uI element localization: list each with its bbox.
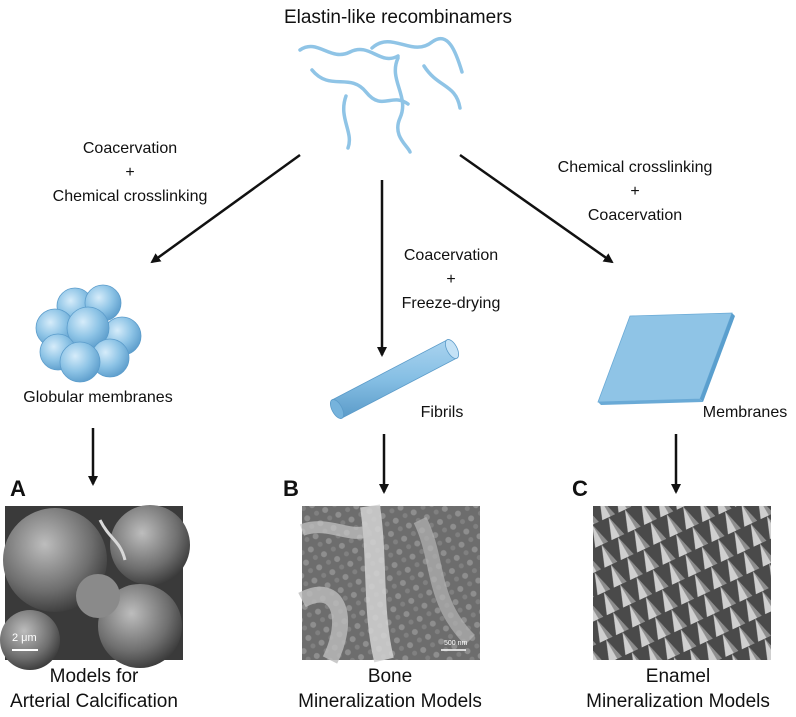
left-route-plus: + xyxy=(125,164,135,181)
panel-letter-a: A xyxy=(10,476,26,501)
membrane-sheet-icon xyxy=(597,312,735,405)
arrow-left-route xyxy=(150,153,301,264)
fibril-icon xyxy=(329,339,460,419)
left-route-step1: Coacervation xyxy=(82,140,178,157)
membranes-label: Membranes xyxy=(702,404,788,421)
caption-a-line1: Models for xyxy=(49,666,139,687)
sem-image-a xyxy=(0,505,190,670)
sem-image-b xyxy=(298,504,480,664)
right-route-step2: Coacervation xyxy=(587,207,683,224)
scale-label-a: 2 μm xyxy=(12,632,37,644)
right-route-plus: + xyxy=(630,183,640,200)
right-route-step1: Chemical crosslinking xyxy=(557,159,713,176)
elastin-chains-icon xyxy=(298,36,464,154)
arrow-right-route xyxy=(459,153,614,264)
left-route-step2: Chemical crosslinking xyxy=(52,188,208,205)
caption-c-line1: Enamel xyxy=(645,666,711,687)
globular-membranes-label: Globular membranes xyxy=(23,389,173,406)
caption-b-line2: Mineralization Models xyxy=(298,691,482,712)
panel-letter-c: C xyxy=(572,476,588,501)
caption-a-line2: Arterial Calcification xyxy=(10,691,178,712)
scale-label-b: 500 nm xyxy=(444,640,468,647)
fibrils-label: Fibrils xyxy=(420,404,464,421)
caption-b-line1: Bone xyxy=(367,666,413,687)
panel-letter-b: B xyxy=(283,476,299,501)
middle-route-step1: Coacervation xyxy=(403,247,499,264)
middle-route-step2: Freeze-drying xyxy=(401,295,501,312)
sem-image-c xyxy=(593,506,771,660)
middle-route-plus: + xyxy=(446,271,456,288)
caption-c-line2: Mineralization Models xyxy=(586,691,770,712)
diagram-title: Elastin-like recombinamers xyxy=(283,7,513,28)
globular-membranes-icon xyxy=(35,284,142,383)
